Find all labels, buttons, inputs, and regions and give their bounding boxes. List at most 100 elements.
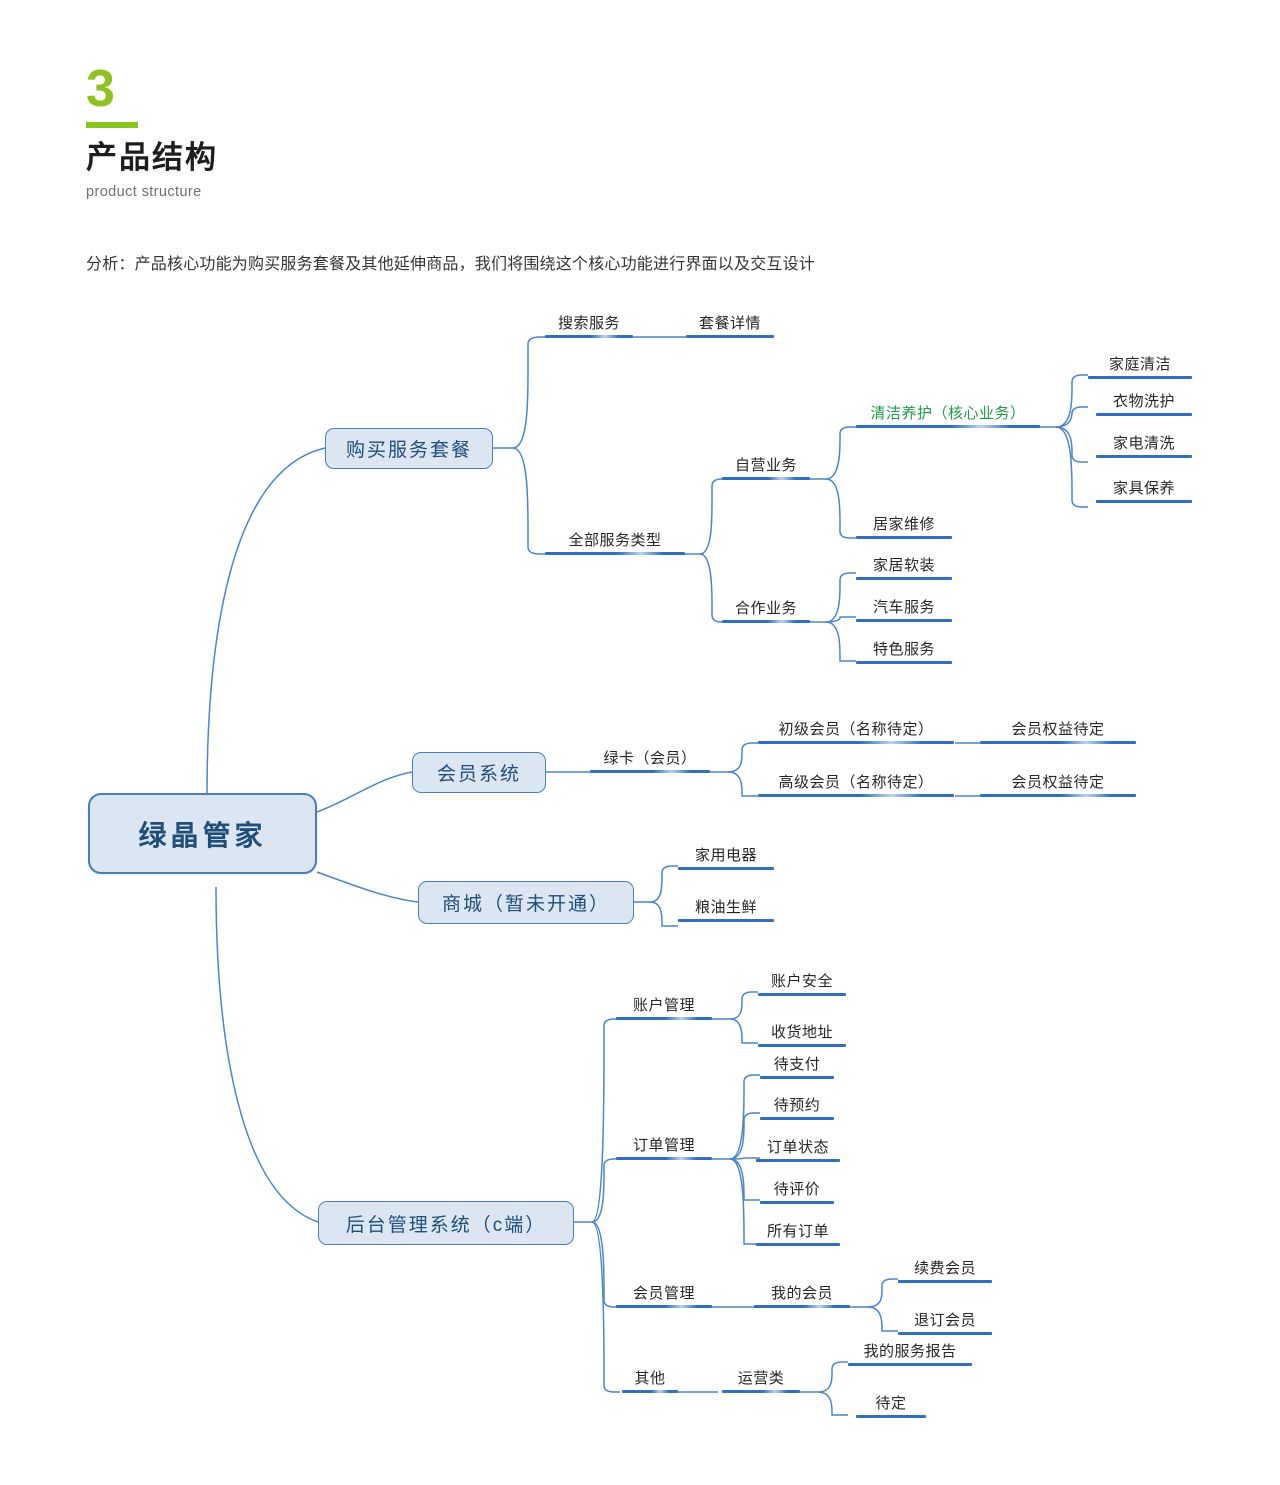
branch-node-admin-system[interactable]: 后台管理系统（c端） xyxy=(318,1201,574,1245)
page-title: 产品结构 xyxy=(86,140,218,175)
connector-ops-to-report xyxy=(817,1361,848,1393)
node-underline xyxy=(856,536,952,539)
node-underline xyxy=(758,794,954,797)
node-underline xyxy=(616,1305,712,1308)
node-underline xyxy=(678,867,774,870)
node-label: 所有订单 xyxy=(766,1223,829,1240)
connector-buy-to-search xyxy=(512,336,545,449)
connector-mymember-to-cancel xyxy=(867,1306,898,1332)
connector-mall-to-grocery xyxy=(649,901,678,927)
node-label: 待评价 xyxy=(773,1181,821,1198)
node-label: 全部服务类型 xyxy=(568,532,662,549)
node-furniture-maintenance[interactable]: 家具保养 xyxy=(1096,479,1192,503)
node-to-be-determined[interactable]: 待定 xyxy=(856,1394,926,1418)
node-label: 家具保养 xyxy=(1112,480,1175,497)
node-my-service-report[interactable]: 我的服务报告 xyxy=(848,1342,972,1366)
node-member-management[interactable]: 会员管理 xyxy=(616,1284,712,1308)
node-other[interactable]: 其他 xyxy=(622,1369,678,1393)
node-label: 衣物洗护 xyxy=(1112,393,1175,410)
node-shipping-address[interactable]: 收货地址 xyxy=(758,1023,846,1047)
node-label: 待定 xyxy=(875,1395,907,1412)
node-all-service-types[interactable]: 全部服务类型 xyxy=(545,531,685,555)
node-pending-review[interactable]: 待评价 xyxy=(760,1180,834,1204)
connector-account-to-security xyxy=(729,991,758,1020)
node-operations-category[interactable]: 运营类 xyxy=(722,1369,800,1393)
branch-node-member-system[interactable]: 会员系统 xyxy=(412,752,546,793)
node-underline xyxy=(758,741,954,744)
node-underline xyxy=(616,1157,712,1160)
node-my-membership[interactable]: 我的会员 xyxy=(754,1284,850,1308)
node-self-operated[interactable]: 自营业务 xyxy=(722,456,810,480)
node-underline xyxy=(754,1305,850,1308)
node-account-management[interactable]: 账户管理 xyxy=(616,996,712,1020)
node-label: 账户安全 xyxy=(770,973,833,990)
node-label: 账户管理 xyxy=(632,997,695,1014)
node-underline xyxy=(622,1390,678,1393)
node-renew-membership[interactable]: 续费会员 xyxy=(898,1259,992,1283)
node-underline xyxy=(722,1390,800,1393)
node-cancel-membership[interactable]: 退订会员 xyxy=(898,1311,992,1335)
connector-mymember-to-renew xyxy=(867,1278,898,1308)
root-node[interactable]: 绿晶管家 xyxy=(88,793,317,874)
node-partner-business[interactable]: 合作业务 xyxy=(722,599,810,623)
node-underline xyxy=(616,1017,712,1020)
node-clean-maintenance-core[interactable]: 清洁养护（核心业务） xyxy=(856,404,1040,428)
node-label: 会员权益待定 xyxy=(1011,774,1105,791)
connector-root-to-member xyxy=(316,771,413,813)
node-label: 家庭清洁 xyxy=(1108,356,1171,373)
node-basic-member[interactable]: 初级会员（名称待定） xyxy=(758,720,954,744)
node-laundry-care[interactable]: 衣物洗护 xyxy=(1096,392,1192,416)
node-pending-booking[interactable]: 待预约 xyxy=(760,1096,834,1120)
node-label: 居家维修 xyxy=(872,516,935,533)
node-underline xyxy=(686,335,774,338)
node-order-management[interactable]: 订单管理 xyxy=(616,1136,712,1160)
node-underline xyxy=(678,919,774,922)
node-all-orders[interactable]: 所有订单 xyxy=(756,1222,840,1246)
connector-clean-to-appliance xyxy=(1055,426,1088,463)
connector-account-to-address xyxy=(729,1018,758,1044)
node-underline xyxy=(1096,413,1192,416)
node-special-service[interactable]: 特色服务 xyxy=(856,640,952,664)
node-label: 其他 xyxy=(634,1370,666,1387)
node-premium-member-benefits[interactable]: 会员权益待定 xyxy=(980,773,1136,797)
node-underline xyxy=(848,1363,972,1366)
node-grocery-fresh[interactable]: 粮油生鲜 xyxy=(678,898,774,922)
node-appliance-cleaning[interactable]: 家电清洗 xyxy=(1096,434,1192,458)
node-underline xyxy=(758,993,846,996)
node-auto-service[interactable]: 汽车服务 xyxy=(856,598,952,622)
node-underline xyxy=(1096,455,1192,458)
node-label: 家电清洗 xyxy=(1112,435,1175,452)
node-home-appliances[interactable]: 家用电器 xyxy=(678,846,774,870)
branch-node-label: 会员系统 xyxy=(436,764,521,785)
branch-node-label: 后台管理系统（c端） xyxy=(345,1214,547,1236)
node-package-detail[interactable]: 套餐详情 xyxy=(686,314,774,338)
connector-ops-to-tbd xyxy=(817,1391,848,1416)
node-home-repair[interactable]: 居家维修 xyxy=(856,515,952,539)
connector-root-to-mall xyxy=(316,871,419,903)
node-pending-payment[interactable]: 待支付 xyxy=(760,1055,834,1079)
node-search-service[interactable]: 搜索服务 xyxy=(545,314,633,338)
node-underline xyxy=(545,552,685,555)
node-account-security[interactable]: 账户安全 xyxy=(758,972,846,996)
node-green-card[interactable]: 绿卡（会员） xyxy=(590,749,710,773)
connector-self-to-clean xyxy=(825,426,856,480)
connector-admin-to-orders xyxy=(591,1158,620,1223)
branch-node-buy-service-package[interactable]: 购买服务套餐 xyxy=(325,428,493,469)
node-home-soft-decor[interactable]: 家居软装 xyxy=(856,556,952,580)
node-underline xyxy=(898,1332,992,1335)
page-header: 3 产品结构 product structure xyxy=(86,62,218,202)
node-basic-member-benefits[interactable]: 会员权益待定 xyxy=(980,720,1136,744)
node-underline xyxy=(756,1159,840,1162)
node-label: 初级会员（名称待定） xyxy=(778,721,934,738)
node-label: 运营类 xyxy=(737,1370,785,1387)
connector-self-to-repair xyxy=(825,478,856,539)
branch-node-mall[interactable]: 商城（暂未开通） xyxy=(418,881,634,924)
node-premium-member[interactable]: 高级会员（名称待定） xyxy=(758,773,954,797)
node-home-cleaning[interactable]: 家庭清洁 xyxy=(1088,355,1192,379)
node-label: 汽车服务 xyxy=(872,599,935,616)
node-underline xyxy=(856,1415,926,1418)
node-underline xyxy=(758,1044,846,1047)
root-node-label: 绿晶管家 xyxy=(138,819,267,851)
node-order-status[interactable]: 订单状态 xyxy=(756,1138,840,1162)
node-underline xyxy=(760,1201,834,1204)
